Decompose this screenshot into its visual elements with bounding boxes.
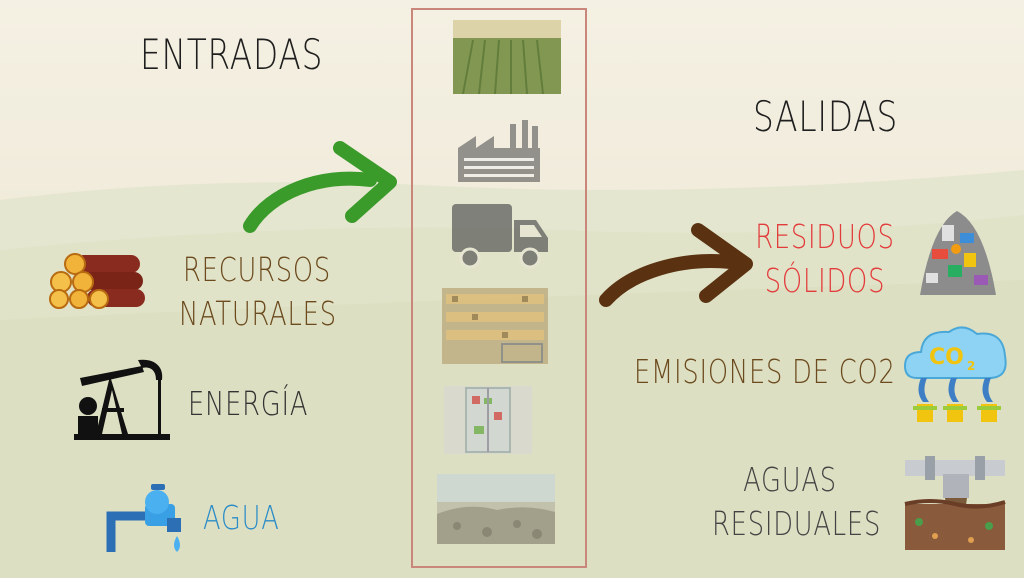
truck-icon [452,204,548,269]
co2-cloud-icon: CO 2 [903,326,1007,422]
supermarket-photo [442,288,548,364]
wastewater-label: AGUAS RESIDUALES [712,460,882,543]
co2-symbol: CO [929,345,964,370]
natural-resources-label: RECURSOS NATURALES [179,250,337,333]
green-arrow-icon [243,141,397,233]
solid-waste-label: RESIDUOS SÓLIDOS [755,217,895,300]
water-tap-icon [106,484,181,552]
logs-icon [49,253,145,309]
process-frame [411,8,587,568]
sewage-pipe-icon [904,456,1006,550]
inputs-title: ENTRADAS [140,30,324,79]
svg-text:2: 2 [967,359,975,373]
water-label: AGUA [203,498,280,537]
co2-emissions-label: EMISIONES DE CO2 [634,352,896,391]
factory-icon [458,120,540,182]
oil-pump-icon [74,359,170,440]
outputs-title: SALIDAS [753,92,899,141]
landfill-photo [437,474,555,544]
refrigerator-photo [444,386,532,454]
brown-arrow-icon [599,223,753,307]
energy-label: ENERGÍA [188,384,309,423]
garbage-pile-icon [920,211,996,295]
crop-field-photo [453,20,561,94]
